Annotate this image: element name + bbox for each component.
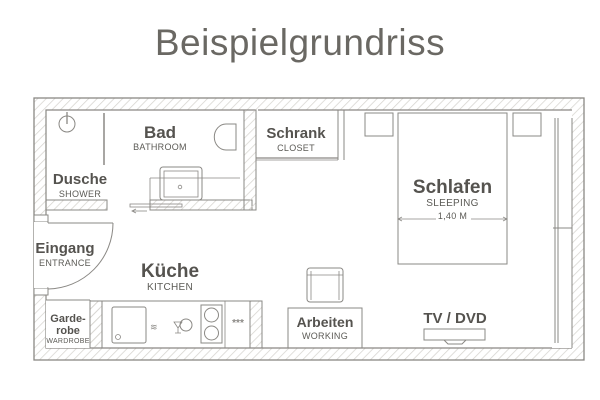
room-sub: SHOWER bbox=[58, 189, 102, 199]
room-sub: BATHROOM bbox=[133, 142, 187, 152]
page-title: Beispielgrundriss bbox=[154, 22, 446, 63]
room-name: TV / DVD bbox=[423, 310, 487, 327]
stove-dots: *** bbox=[232, 318, 244, 329]
room-name-line1: Garde- bbox=[50, 313, 86, 325]
bed-dimension: 1,40 M bbox=[437, 211, 468, 221]
room-arbeiten: Arbeiten WORKING bbox=[288, 313, 362, 342]
svg-text:≋: ≋ bbox=[150, 322, 158, 332]
room-name: Arbeiten bbox=[296, 314, 354, 330]
room-sub: ENTRANCE bbox=[39, 258, 91, 268]
closet bbox=[256, 110, 345, 161]
room-sub: KITCHEN bbox=[147, 282, 193, 293]
window-right bbox=[552, 118, 573, 348]
room-name: Dusche bbox=[52, 171, 108, 188]
tv-dvd-label: TV / DVD bbox=[410, 310, 500, 328]
room-name: Schlafen bbox=[412, 177, 493, 198]
room-dusche: Dusche SHOWER bbox=[46, 171, 114, 200]
room-garderobe: Garde- robe WARDROBE bbox=[46, 313, 90, 346]
entrance-door bbox=[33, 214, 114, 296]
room-bad: Bad BATHROOM bbox=[120, 124, 200, 153]
room-name: Küche bbox=[140, 261, 200, 282]
room-sub: SLEEPING bbox=[426, 198, 479, 209]
room-name-line2: robe bbox=[56, 325, 80, 337]
room-schlafen: Schlafen SLEEPING 1,40 M bbox=[398, 178, 507, 222]
room-name: Bad bbox=[143, 123, 177, 142]
room-sub: WORKING bbox=[301, 331, 349, 341]
desk bbox=[287, 267, 363, 349]
room-schrank: Schrank CLOSET bbox=[256, 125, 336, 154]
kitchen-counter: ≋ bbox=[46, 299, 263, 349]
room-sub: WARDROBE bbox=[46, 338, 90, 345]
bathroom-walls bbox=[45, 109, 257, 214]
room-eingang: Eingang ENTRANCE bbox=[30, 240, 100, 269]
room-name: Eingang bbox=[35, 240, 95, 257]
room-sub: CLOSET bbox=[277, 143, 315, 153]
tv-stand bbox=[423, 328, 486, 345]
bed bbox=[364, 112, 542, 265]
room-name: Schrank bbox=[266, 125, 326, 142]
room-kueche: Küche KITCHEN bbox=[130, 261, 210, 294]
